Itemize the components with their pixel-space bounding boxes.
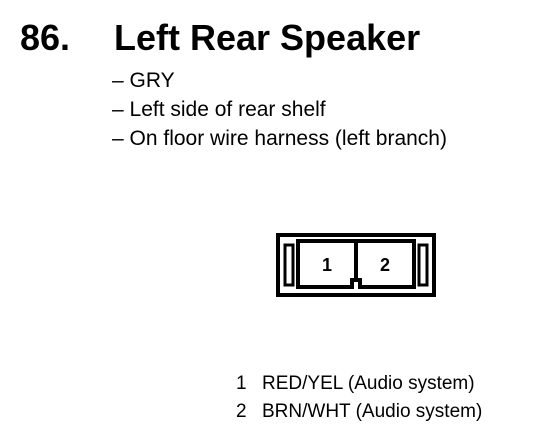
pin-label: RED/YEL (Audio system) [262,373,475,394]
component-number: 86. [20,17,71,58]
detail-harness: – On floor wire harness (left branch) [112,127,447,150]
connector-right-tab [417,243,429,287]
pin-list: 1 RED/YEL (Audio system) 2 BRN/WHT (Audio … [236,370,482,426]
pin-row: 2 BRN/WHT (Audio system) [236,398,482,426]
terminal-1-label: 1 [322,255,332,275]
detail-location: – Left side of rear shelf [112,98,326,121]
component-title: Left Rear Speaker [114,17,421,58]
connector-outer-shell [276,233,436,297]
connector-diagram: 1 2 [276,233,436,297]
pin-label: BRN/WHT (Audio system) [262,401,483,422]
pin-number: 2 [236,401,247,422]
component-heading: 86. Left Rear Speaker [20,14,550,62]
terminal-2-label: 2 [380,255,390,275]
detail-color: – GRY [112,69,175,92]
connector-left-tab [283,243,295,287]
component-details: – GRY – Left side of rear shelf – On flo… [112,66,447,153]
pin-row: 1 RED/YEL (Audio system) [236,370,482,398]
connector-inner-cavity [296,239,416,289]
pin-number: 1 [236,373,247,394]
